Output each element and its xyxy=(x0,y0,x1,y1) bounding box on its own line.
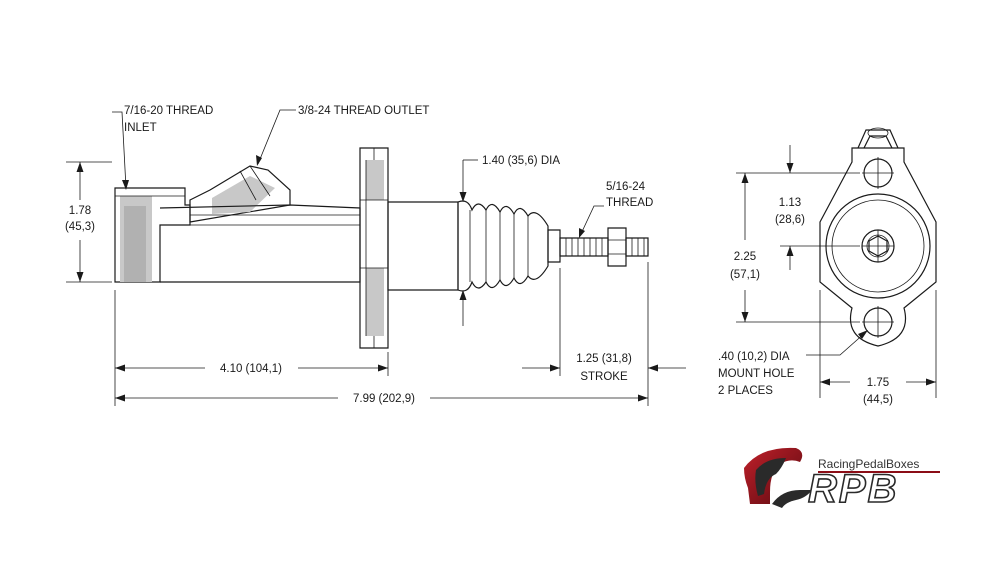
inlet-callout: 7/16-20 THREAD INLET xyxy=(112,105,213,190)
rod-thread-label-1: 5/16-24 xyxy=(606,181,646,193)
stroke-value-label: 1.25 (31,8) xyxy=(576,353,632,365)
inlet-thread-label-1: 7/16-20 THREAD xyxy=(124,105,213,117)
mount-flange xyxy=(359,147,389,349)
stroke-dimension: 1.25 (31,8) STROKE xyxy=(522,353,686,383)
inlet-thread-label-2: INLET xyxy=(124,122,157,134)
upper-hole-dimension: 1.13 (28,6) xyxy=(775,145,860,270)
mount-hole-label-3: 2 PLACES xyxy=(718,385,773,397)
overall-length-label: 7.99 (202,9) xyxy=(353,393,415,405)
height-in-label: 1.78 xyxy=(69,205,91,217)
rod-thread-label-2: THREAD xyxy=(606,197,653,209)
end-view: 1.13 (28,6) 2.25 (57,1) .40 (10,2) DIA M… xyxy=(718,127,937,406)
body-length-label: 4.10 (104,1) xyxy=(220,363,282,375)
extension-lines xyxy=(66,161,649,406)
mount-hole-label-1: .40 (10,2) DIA xyxy=(718,351,790,363)
hole-spacing-dimension: 2.25 (57,1) xyxy=(730,172,860,323)
push-rod xyxy=(547,227,649,267)
brand-logo-text: RPB xyxy=(808,467,898,511)
body-length-dimension: 4.10 (104,1) xyxy=(115,363,388,375)
mount-hole-callout: .40 (10,2) DIA MOUNT HOLE 2 PLACES xyxy=(718,330,868,397)
upper-hole-in-label: 1.13 xyxy=(779,197,801,209)
lower-mount-hole xyxy=(862,306,894,338)
outlet-thread-label: 3/8-24 THREAD OUTLET xyxy=(298,105,429,117)
swoosh-emblem-icon xyxy=(744,447,812,508)
flange-width-dimension: 1.75 (44,5) xyxy=(819,290,937,406)
overall-length-dimension: 7.99 (202,9) xyxy=(115,393,648,405)
outlet-fitting xyxy=(189,165,291,223)
flange-width-mm-label: (44,5) xyxy=(863,394,893,406)
side-view: 1.78 (45,3) 4.10 (104,1) 1.25 (31,8) STR… xyxy=(65,105,686,406)
flange-width-in-label: 1.75 xyxy=(867,377,889,389)
rod-thread-callout: 5/16-24 THREAD xyxy=(579,181,653,238)
mount-hole-label-2: MOUNT HOLE xyxy=(718,368,795,380)
hole-spacing-mm-label: (57,1) xyxy=(730,269,760,281)
height-mm-label: (45,3) xyxy=(65,221,95,233)
brand-name: RacingPedalBoxes xyxy=(818,457,919,471)
upper-hole-mm-label: (28,6) xyxy=(775,214,805,226)
stroke-label: STROKE xyxy=(580,371,628,383)
boot-diameter-dimension: 1.40 (35,6) DIA xyxy=(459,155,560,326)
end-flange-outline xyxy=(819,147,937,347)
boot-diameter-label: 1.40 (35,6) DIA xyxy=(482,155,560,167)
outlet-callout: 3/8-24 THREAD OUTLET xyxy=(256,105,429,166)
height-dimension: 1.78 (45,3) xyxy=(65,162,95,282)
brand-logo: RacingPedalBoxes RPB xyxy=(744,447,940,512)
reservoir-nub xyxy=(857,127,899,149)
hole-spacing-in-label: 2.25 xyxy=(734,251,756,263)
dust-boot xyxy=(387,200,549,292)
inlet-block xyxy=(114,187,191,283)
upper-port xyxy=(862,157,894,189)
